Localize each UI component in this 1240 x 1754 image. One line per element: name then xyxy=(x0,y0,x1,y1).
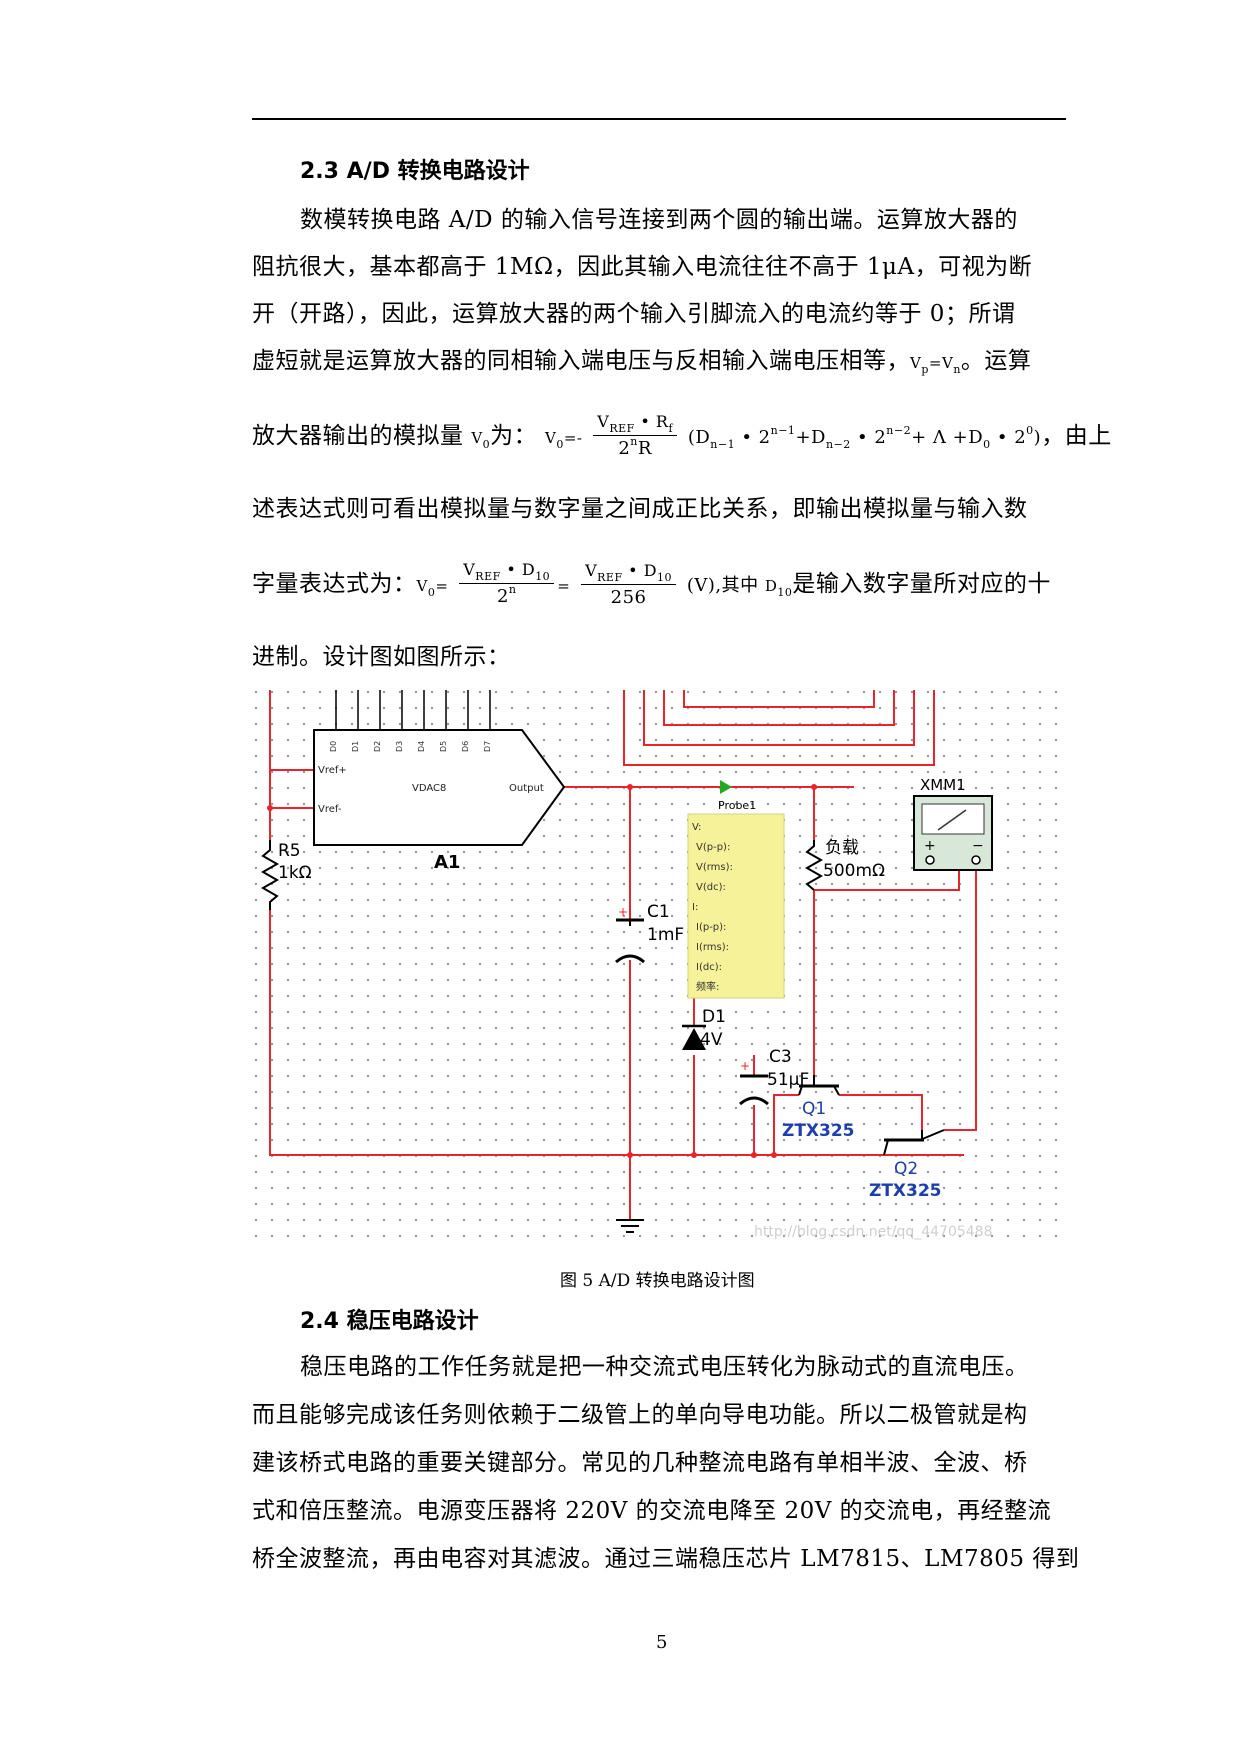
wire-junctions xyxy=(267,784,817,1158)
c3-value: 51μF xyxy=(767,1070,809,1090)
load-resistor: 负载 500mΩ xyxy=(804,838,885,891)
probe-readout-line: I(rms): xyxy=(696,942,729,953)
paragraph-line: 稳压电路的工作任务就是把一种交流式电压转化为脉动式的直流电压。 xyxy=(300,1354,1029,1380)
section-heading-2-4: 2.4 稳压电路设计 xyxy=(300,1309,479,1334)
load-value: 500mΩ xyxy=(823,861,885,881)
figure-caption: 图 5 A/D 转换电路设计图 xyxy=(560,1271,755,1291)
header-rule xyxy=(252,118,1066,120)
d1-value: 4V xyxy=(700,1030,723,1050)
probe-label: Probe1 xyxy=(718,799,756,812)
dac-type-label: VDAC8 xyxy=(412,783,446,794)
q2-model: ZTX325 xyxy=(869,1181,942,1201)
capacitor-c3: + C3 51μF xyxy=(739,1047,809,1106)
paragraph-line: 进制。设计图如图所示： xyxy=(252,644,511,670)
page-number: 5 xyxy=(656,1632,668,1653)
dac-input-label: D0 xyxy=(329,741,338,752)
probe-readout-line: 频率: xyxy=(696,980,719,993)
xmm-label: XMM1 xyxy=(920,776,966,794)
paragraph-line: 式和倍压整流。电源变压器将 220V 的交流电降至 20V 的交流电，再经整流 xyxy=(252,1498,1052,1524)
paragraph-line: 桥全波整流，再由电容对其滤波。通过三端稳压芯片 LM7815、LM7805 得到 xyxy=(252,1546,1080,1572)
paragraph-line: 数模转换电路 A/D 的输入信号连接到两个圆的输出端。运算放大器的 xyxy=(300,207,1018,233)
a1-label: A1 xyxy=(434,852,460,873)
c1-value: 1mF xyxy=(647,925,684,945)
r5-value: 1kΩ xyxy=(278,863,312,883)
paragraph-line: 建该桥式电路的重要关键部分。常见的几种整流电路有单相半波、全波、桥 xyxy=(252,1450,1028,1476)
formula-line-1: 放大器输出的模拟量 V0为： V0=- VREF • Rf 2nR (Dn−1 … xyxy=(252,406,1112,470)
c3-plus-icon: + xyxy=(740,1059,750,1073)
watermark: http://blog.csdn.net/qq_44705488 xyxy=(754,1224,993,1240)
probe-arrow-icon xyxy=(720,780,732,794)
dac-input-label: D6 xyxy=(461,741,470,752)
dac-input-label: D4 xyxy=(417,741,426,752)
dac-output-label: Output xyxy=(509,783,544,794)
r5-name: R5 xyxy=(278,841,301,861)
wires xyxy=(269,690,977,1220)
paragraph-line: 而且能够完成该任务则依赖于二级管上的单向导电功能。所以二极管就是构 xyxy=(252,1402,1028,1428)
vref-plus-label: Vref+ xyxy=(318,765,347,776)
paragraph-line: 述表达式则可看出模拟量与数字量之间成正比关系，即输出模拟量与输入数 xyxy=(252,496,1028,522)
d1-name: D1 xyxy=(702,1007,726,1027)
probe-readout-box xyxy=(687,813,785,999)
q1-model: ZTX325 xyxy=(782,1121,855,1141)
transistor-q1: Q1 ZTX325 xyxy=(782,1075,855,1141)
dac-input-label: D2 xyxy=(373,741,382,752)
c1-name: C1 xyxy=(647,902,670,922)
probe-readout-line: V(dc): xyxy=(696,882,726,893)
multimeter-needle-icon xyxy=(937,809,967,831)
q2-name: Q2 xyxy=(894,1159,918,1179)
ground-icon xyxy=(616,1219,644,1233)
fraction: VREF • D10 256 xyxy=(581,560,677,611)
c3-name: C3 xyxy=(769,1047,792,1067)
section-heading-2-3: 2.3 A/D 转换电路设计 xyxy=(300,159,530,184)
dac-input-label: D1 xyxy=(351,741,360,752)
probe-readout-line: I(dc): xyxy=(696,962,722,973)
dac-input-label: D5 xyxy=(439,741,448,752)
fraction: VREF • Rf 2nR xyxy=(593,411,678,464)
dac-body xyxy=(313,729,566,846)
paragraph-line: 阻抗很大，基本都高于 1MΩ，因此其输入电流往往不高于 1μA，可视为断 xyxy=(252,254,1033,280)
probe1: Probe1 V: V(p-p): V(rms): V(dc): I: I(p-… xyxy=(687,780,785,999)
probe-readout-line: I: xyxy=(692,902,698,913)
fraction: VREF • D10 2n xyxy=(459,559,555,612)
c1-plus-icon: + xyxy=(618,905,628,919)
dac-input-label: D7 xyxy=(483,741,492,752)
multimeter-minus-icon: − xyxy=(972,838,984,854)
resistor-r5: R5 1kΩ xyxy=(260,840,312,910)
paragraph-line: 虚短就是运算放大器的同相输入端电压与反相输入端电压相等，Vp=Vn。运算 xyxy=(252,348,1032,376)
multimeter-plus-icon: + xyxy=(924,838,936,854)
dac-a1: D0 D1 D2 D3 D4 D5 D6 D7 Vref+ Vref- VDAC… xyxy=(313,690,566,873)
probe-readout-line: V(p-p): xyxy=(696,842,730,853)
zener-diode-d1: D1 4V xyxy=(682,1007,726,1050)
ad-converter-schematic: D0 D1 D2 D3 D4 D5 D6 D7 Vref+ Vref- VDAC… xyxy=(254,690,1066,1250)
vref-minus-label: Vref- xyxy=(318,804,342,815)
probe-readout-line: I(p-p): xyxy=(696,922,726,933)
dac-input-label: D3 xyxy=(395,741,404,752)
capacitor-c1: + C1 1mF xyxy=(615,902,684,964)
dac-input-pins xyxy=(335,690,491,730)
formula-line-2: 字量表达式为：V0= VREF • D10 2n = VREF • D10 25… xyxy=(252,554,1051,618)
transistor-q2: Q2 ZTX325 xyxy=(869,1129,945,1201)
multimeter-xmm1: XMM1 + − xyxy=(913,776,993,871)
probe-readout-line: V(rms): xyxy=(696,862,733,873)
load-name: 负载 xyxy=(825,838,859,858)
paragraph-line: 开（开路），因此，运算放大器的两个输入引脚流入的电流约等于 0；所谓 xyxy=(252,301,1016,327)
q1-name: Q1 xyxy=(802,1099,826,1119)
probe-readout-line: V: xyxy=(692,822,701,833)
